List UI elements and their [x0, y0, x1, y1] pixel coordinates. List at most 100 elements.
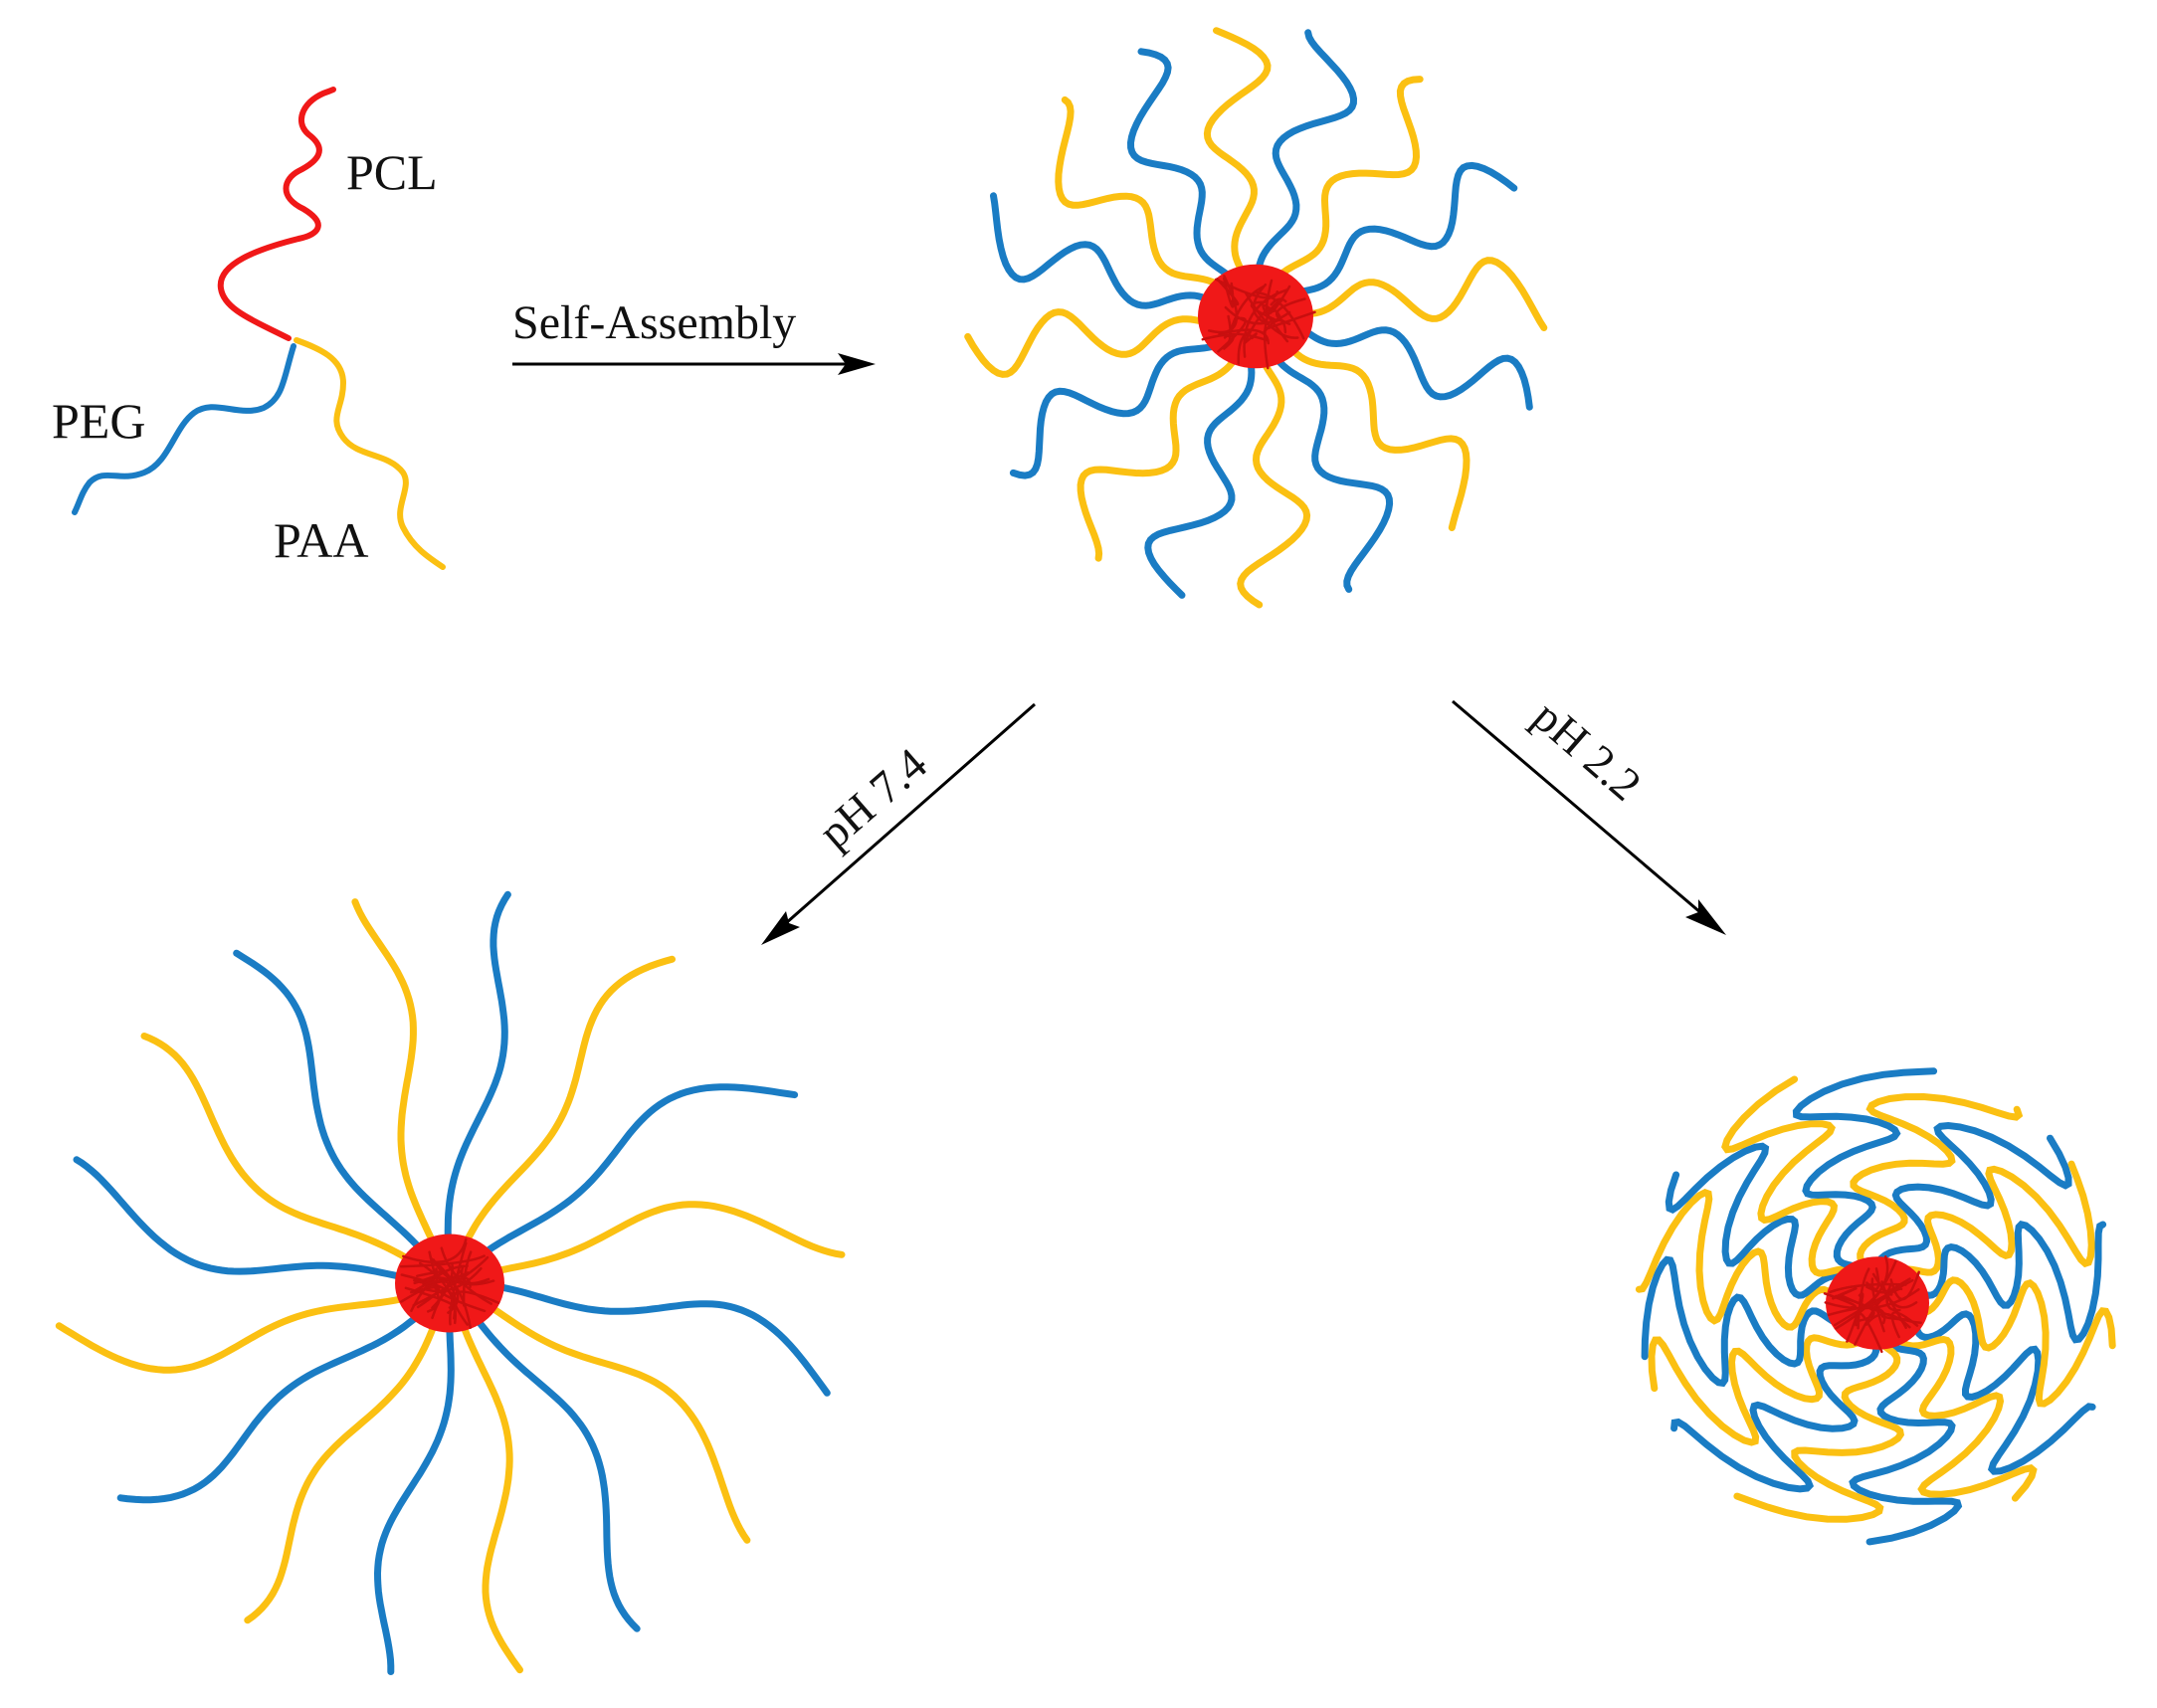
- peg-arm: [1284, 161, 1518, 298]
- peg-arm: [73, 1156, 414, 1282]
- pcl-core-strand: [1201, 333, 1235, 350]
- paa-arm: [1733, 1334, 1904, 1523]
- paa-arm: [1077, 348, 1242, 562]
- pcl-core-strand: [1860, 1283, 1904, 1310]
- pcl-core-strand: [1245, 292, 1299, 339]
- pcl-core-strand: [412, 1255, 490, 1307]
- pcl-core-strand: [1237, 330, 1252, 365]
- peg-arm: [1290, 320, 1533, 411]
- pcl-core-strand: [1880, 1280, 1918, 1309]
- peg-arm: [444, 890, 511, 1247]
- paa-arm: [458, 1317, 523, 1674]
- pcl-core-strand: [1214, 278, 1279, 299]
- peg-arm: [470, 1311, 641, 1632]
- pcl-core-strand: [1840, 1294, 1922, 1324]
- paa-arm: [1237, 352, 1311, 609]
- ph-2-2-arrow: pH 2.2: [1452, 690, 1726, 935]
- peg-arm: [1255, 29, 1358, 281]
- triblock-copolymer: PCL PEG PAA: [52, 87, 446, 570]
- peg-arm: [1873, 1121, 2072, 1272]
- ph-2-2-label: pH 2.2: [1523, 690, 1651, 811]
- pcl-core-strand: [1265, 310, 1316, 330]
- pcl-core-strand: [1217, 316, 1247, 353]
- pcl-core-strand: [1262, 303, 1289, 343]
- peg-label: PEG: [52, 393, 145, 449]
- pcl-core-strand: [1865, 1267, 1880, 1291]
- pcl-core-strand: [399, 1254, 486, 1268]
- pcl-core: [1823, 1255, 1929, 1354]
- pcl-core-strand: [1884, 1277, 1914, 1295]
- paa-arm: [1648, 1331, 1867, 1446]
- paa-arm: [1889, 1160, 2095, 1276]
- peg-arm: [1670, 1334, 1880, 1493]
- peg-arm: [1792, 1067, 1938, 1274]
- paa-arm: [1721, 1075, 1863, 1278]
- peg-arm: [1126, 48, 1240, 285]
- paa-arm: [1850, 1092, 2024, 1273]
- pcl-core-strand: [1890, 1311, 1919, 1339]
- pcl-core-strand: [414, 1279, 457, 1320]
- micelle-ph-7-4: [55, 890, 846, 1675]
- paa-arm: [1203, 27, 1272, 282]
- pcl-core-strand: [1855, 1311, 1883, 1354]
- peg-arm: [1269, 348, 1394, 593]
- peg-chain: [72, 343, 296, 515]
- pcl-core-strand: [1865, 1284, 1891, 1294]
- ph-7-4-arrow: pH 7.4: [761, 702, 1036, 945]
- micelle-ph-2-2: [1635, 1067, 2116, 1546]
- pcl-label: PCL: [346, 144, 438, 200]
- pcl-core-strand: [1250, 300, 1275, 321]
- pcl-core-strand: [1243, 332, 1258, 345]
- paa-arm: [244, 1317, 440, 1624]
- self-assembly-label: Self-Assembly: [512, 296, 796, 349]
- peg-arm: [1904, 1221, 2107, 1344]
- self-assembly-arrow: Self-Assembly: [512, 296, 876, 375]
- peg-arm: [1906, 1309, 2096, 1475]
- paa-arm: [140, 1033, 419, 1267]
- pcl-core-strand: [402, 1237, 468, 1264]
- pcl-core: [395, 1234, 504, 1333]
- pcl-core-strand: [1223, 332, 1270, 342]
- pcl-core-strand: [1222, 277, 1235, 308]
- pcl-core-strand: [410, 1264, 469, 1312]
- peg-arm: [116, 1308, 426, 1504]
- peg-arm: [373, 1319, 455, 1675]
- ph-7-4-label: pH 7.4: [809, 738, 936, 858]
- pcl-core-strand: [449, 1241, 468, 1326]
- paa-chain: [294, 337, 446, 570]
- pcl-core: [1198, 264, 1316, 370]
- peg-arm: [1849, 1333, 1963, 1546]
- paa-arm: [1635, 1188, 1847, 1331]
- paa-arm: [1291, 257, 1548, 331]
- paa-arm: [1055, 95, 1230, 293]
- pcl-core-strand: [1827, 1306, 1886, 1325]
- peg-arm: [476, 1083, 799, 1260]
- peg-arm: [486, 1281, 831, 1397]
- pcl-core-strand: [410, 1285, 441, 1309]
- pcl-core-strand: [424, 1266, 483, 1293]
- paa-arm: [55, 1292, 416, 1374]
- pcl-core-strand: [1833, 1287, 1903, 1327]
- pcl-chain: [217, 87, 336, 341]
- paa-arm: [1894, 1327, 2038, 1502]
- paa-label: PAA: [274, 512, 368, 568]
- paa-arm: [1282, 338, 1471, 531]
- peg-arm: [1009, 338, 1229, 479]
- paa-arm: [351, 898, 439, 1250]
- micelle-initial: [964, 27, 1548, 609]
- peg-arm: [990, 192, 1222, 309]
- pcl-core-strand: [1207, 275, 1239, 334]
- peg-arm: [1144, 352, 1256, 599]
- pcl-core-strand: [1889, 1270, 1920, 1301]
- paa-arm: [1271, 76, 1424, 285]
- peg-arm: [1641, 1255, 1856, 1388]
- paa-arm: [964, 308, 1221, 378]
- paa-arm: [1908, 1276, 2116, 1408]
- pcl-core-strand: [1832, 1287, 1858, 1300]
- paa-arm: [461, 955, 676, 1250]
- paa-arm: [481, 1299, 751, 1544]
- peg-arm: [233, 949, 428, 1256]
- peg-arm: [1665, 1142, 1852, 1299]
- pcl-core-strand: [1270, 297, 1287, 306]
